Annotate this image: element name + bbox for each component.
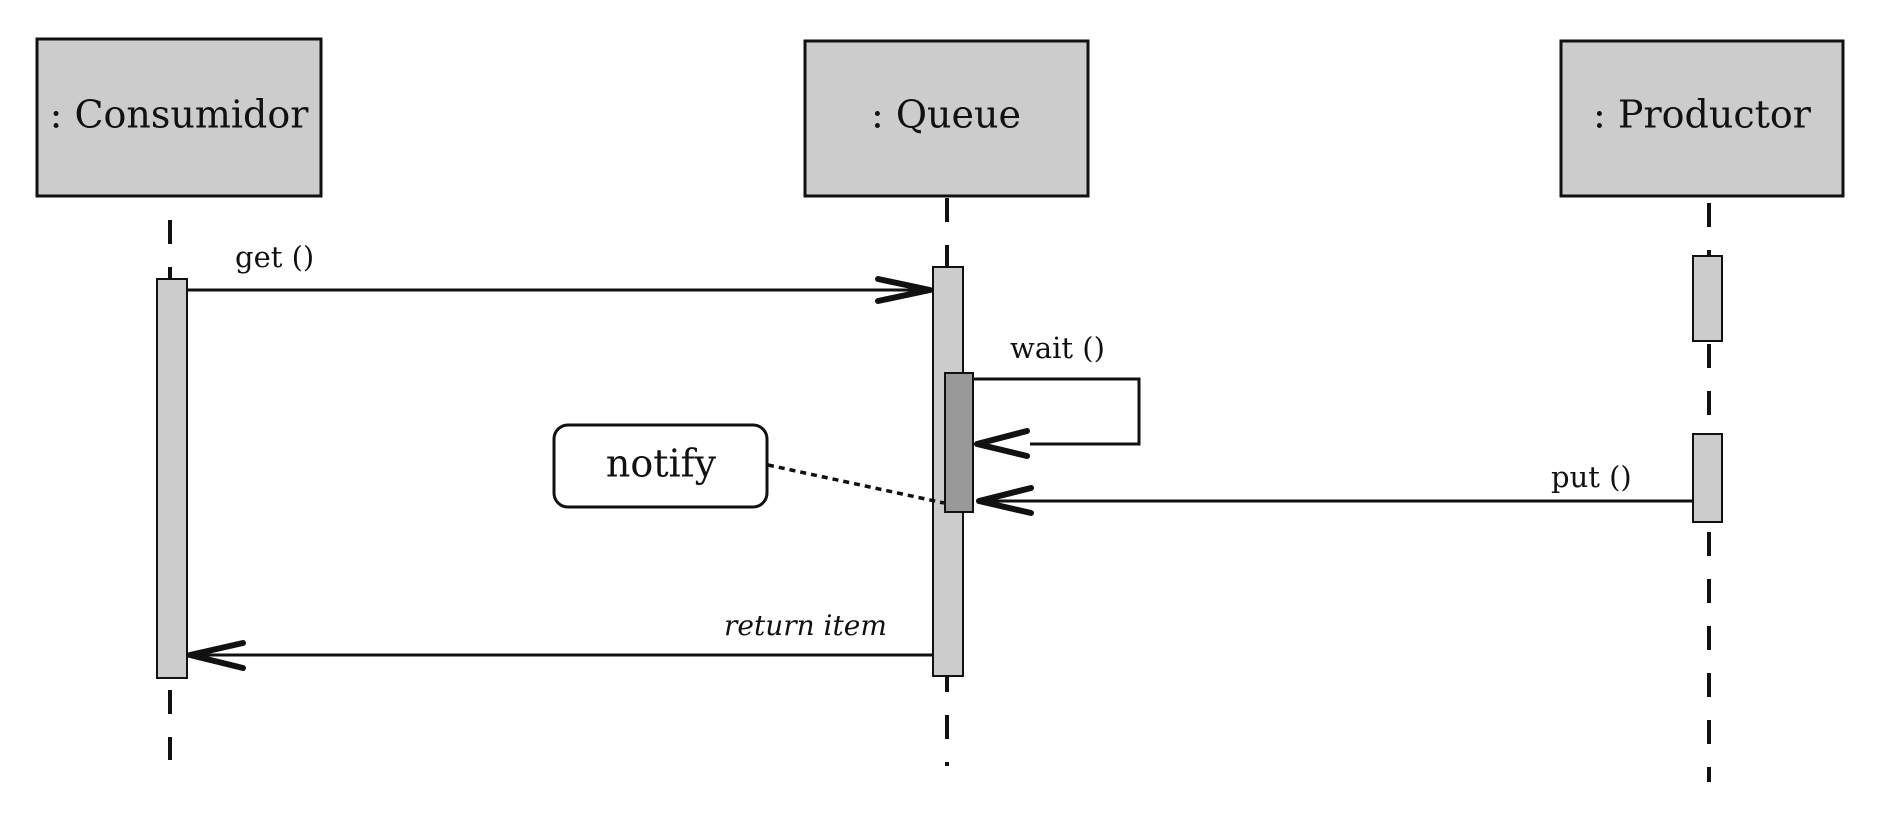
- message-put-label: put (): [1551, 460, 1632, 494]
- message-wait-line: [973, 377, 1141, 446]
- activation-consumidor: [156, 278, 188, 679]
- note-label: notify: [606, 442, 717, 486]
- participant-productor[interactable]: : Productor: [1559, 39, 1845, 198]
- participant-box-queue: [803, 39, 1090, 198]
- arrowhead-wait-icon: [974, 428, 1030, 459]
- participant-box-consumidor: [35, 37, 323, 198]
- message-get-label: get (): [235, 240, 314, 274]
- arrowhead-get-icon: [875, 276, 933, 304]
- participant-box-productor: [1559, 39, 1845, 198]
- arrowhead-return-icon: [187, 640, 246, 671]
- participant-label-consumidor: : Consumidor: [50, 93, 310, 137]
- message-return-label: return item: [724, 609, 887, 642]
- note-link-line: [767, 463, 945, 505]
- activation-productor-1: [1692, 255, 1723, 342]
- message-put[interactable]: put (): [976, 460, 1693, 516]
- participant-queue[interactable]: : Queue: [803, 39, 1090, 198]
- message-wait-label: wait (): [1010, 331, 1105, 365]
- activation-productor-2: [1692, 433, 1723, 523]
- participant-label-productor: : Productor: [1593, 93, 1812, 137]
- note-notify[interactable]: notify: [552, 423, 945, 509]
- participant-consumidor[interactable]: : Consumidor: [35, 37, 323, 198]
- message-return[interactable]: return item: [187, 609, 933, 671]
- participant-label-queue: : Queue: [871, 93, 1021, 137]
- message-get[interactable]: get (): [187, 240, 933, 304]
- arrowhead-put-icon: [976, 485, 1034, 516]
- message-wait[interactable]: wait (): [973, 331, 1141, 459]
- activation-queue-nested: [944, 372, 974, 513]
- note-box: [552, 423, 769, 509]
